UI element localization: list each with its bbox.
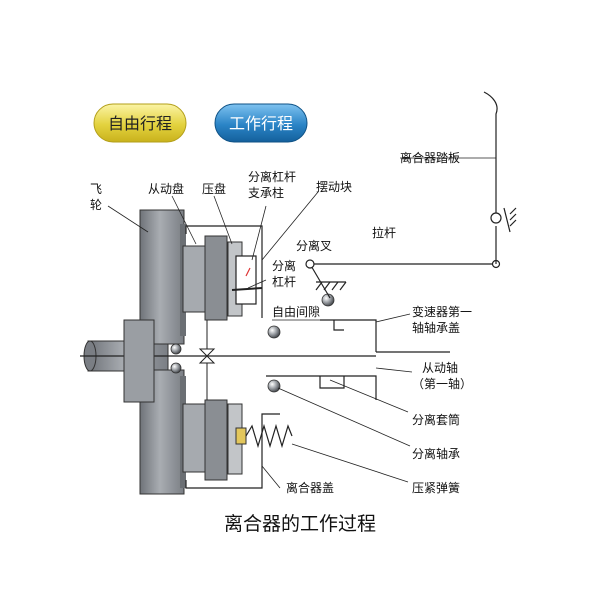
- release-lever: [231, 255, 263, 305]
- label-driven-disc: 从动盘: [148, 181, 184, 196]
- label-release-lever-1: 分离: [272, 258, 296, 273]
- hub-marker: [198, 320, 216, 400]
- label-clutch-cover: 离合器盖: [286, 480, 334, 495]
- label-driven-shaft-2: （第一轴）: [412, 376, 472, 391]
- label-pressure-spring: 压紧弹簧: [412, 480, 460, 495]
- bearings: [170, 293, 335, 393]
- label-swing-block: 摆动块: [316, 180, 352, 194]
- release-fork: [305, 259, 347, 299]
- flywheel: [123, 209, 186, 495]
- label-free-clearance: 自由间隙: [272, 305, 320, 319]
- label-release-fork: 分离叉: [296, 238, 332, 253]
- label-bearing-cover-1: 变速器第一: [412, 304, 472, 319]
- label-driven-shaft-1: 从动轴: [422, 360, 458, 375]
- leader-lines: [107, 157, 496, 489]
- clutch-cover: [185, 225, 280, 489]
- working-travel-button[interactable]: 工作行程: [214, 103, 308, 143]
- label-lever-support-2: 支承柱: [248, 185, 284, 200]
- label-lever-support-1: 分离杠杆: [248, 169, 296, 184]
- label-clutch-pedal: 离合器踏板: [400, 150, 460, 165]
- pressure-spring: [235, 423, 293, 449]
- driven-disc: [182, 235, 228, 481]
- label-release-sleeve: 分离套筒: [412, 412, 460, 427]
- label-flywheel-1: 飞: [90, 182, 102, 196]
- labels: 飞 轮 从动盘 压盘 分离杠杆 支承柱 摆动块 分离叉 拉杆 分离 杠杆 自由间…: [90, 150, 472, 495]
- free-travel-button[interactable]: 自由行程: [93, 103, 187, 143]
- label-pressure-plate: 压盘: [202, 181, 226, 196]
- free-travel-label: 自由行程: [108, 114, 172, 133]
- label-release-lever-2: 杠杆: [272, 274, 296, 289]
- label-bearing-cover-2: 轴轴承盖: [412, 320, 460, 335]
- diagram-caption: 离合器的工作过程: [224, 513, 376, 535]
- clutch-pedal: [483, 91, 517, 264]
- release-sleeve: [266, 319, 450, 400]
- label-pull-rod: 拉杆: [372, 225, 396, 240]
- label-release-bearing: 分离轴承: [412, 446, 460, 461]
- working-travel-label: 工作行程: [229, 114, 293, 133]
- label-flywheel-2: 轮: [90, 198, 102, 212]
